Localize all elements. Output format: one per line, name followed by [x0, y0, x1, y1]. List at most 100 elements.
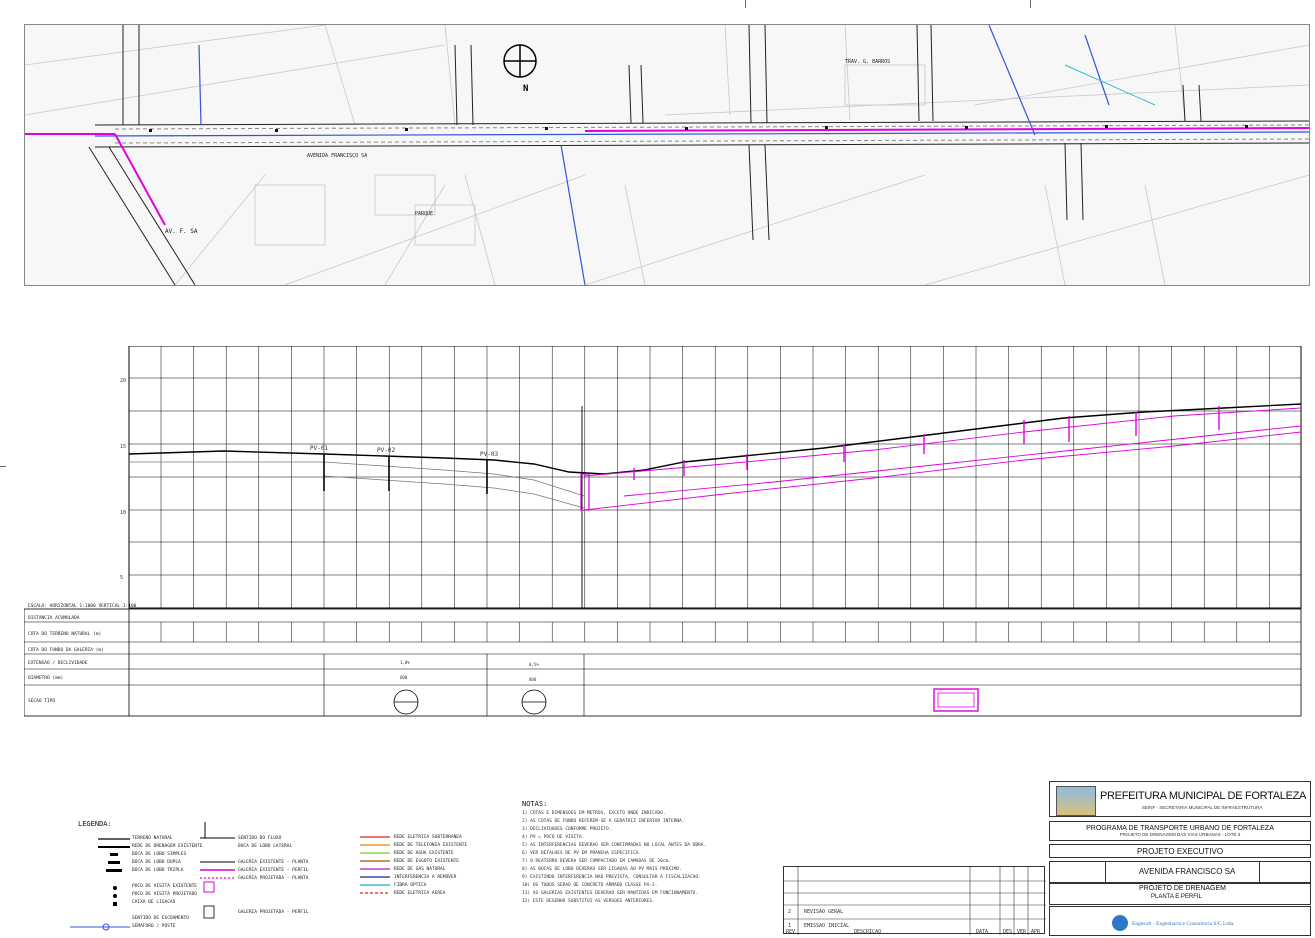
drawing-subtitle: PLANTA E PERFIL [1151, 894, 1202, 900]
legend-item: REDE DE AGUA EXISTENTE [394, 851, 454, 856]
note-item: 8) AS BOCAS DE LOBO DEVERAO SER LIGADAS … [522, 867, 682, 872]
note-item: 12) ESTE DESENHO SUBSTITUI AS VERSOES AN… [522, 899, 655, 904]
legend-symbols [70, 822, 390, 931]
band-value: 1,0% [400, 660, 410, 665]
legend-title: LEGENDA: [78, 820, 112, 828]
company-logo-icon [1112, 915, 1128, 931]
note-item: 7) O REATERRO DEVERA SER COMPACTADO EM C… [522, 859, 672, 864]
note-item: 2) AS COTAS DE FUNDO REFEREM-SE A GERATR… [522, 819, 685, 824]
legend-item: REDE DE DRENAGEM EXISTENTE [132, 844, 203, 849]
street-label: TRAV. G. BARROS [845, 59, 890, 65]
rev-description: REVISAO GERAL [804, 909, 844, 915]
note-item: 9) EXISTINDO INTERFERENCIA NAO PREVISTA,… [522, 875, 701, 880]
program-subtitle: PROJETO DE DRENAGEM DAS VIAS URBANAS - L… [1119, 832, 1241, 837]
y-tick: 5 [120, 575, 123, 581]
city-seal-icon [1056, 786, 1096, 816]
legend-item: REDE DE GAS NATURAL [394, 867, 446, 872]
band-value: 600 [400, 675, 408, 680]
y-tick: 10 [120, 510, 126, 516]
y-tick: 15 [120, 444, 126, 450]
notes-title: NOTAS: [522, 800, 548, 808]
company-box: Engesoft - Engenharia e Consultoria S/C … [1049, 906, 1311, 936]
rev-header: APR [1031, 929, 1041, 935]
org-name: PREFEITURA MUNICIPAL DE FORTALEZA [1100, 790, 1307, 802]
org-header: PREFEITURA MUNICIPAL DE FORTALEZA SEINF … [1049, 781, 1311, 817]
legend-item: REDE DE ESGOTO EXISTENTE [394, 859, 460, 864]
legend-item: BOCA DE LOBO LATERAL [238, 844, 293, 849]
drawing-title: PROJETO DE DRENAGEM [1139, 885, 1226, 892]
street-label: PARQUE [415, 211, 433, 217]
legend-item: INTERFERENCIA A REMOVER [394, 875, 457, 880]
legend-item: REDE ELETRICA SUBTERRANEA [394, 835, 462, 840]
company-name: Engesoft - Engenharia e Consultoria S/C … [1132, 921, 1235, 927]
rev-header: REV [786, 929, 796, 935]
street-name: AVENIDA FRANCISCO SA [1139, 867, 1236, 876]
sheet-mark [745, 0, 746, 8]
legend-item: BOCA DE LOBO DUPLA [132, 860, 181, 865]
north-label: N [523, 84, 528, 94]
longitudinal-profile: 20 15 10 5 PV-01 [24, 346, 1308, 718]
pv-label: PV-01 [310, 445, 328, 452]
note-item: 10) OS TUBOS SERAO DE CONCRETO ARMADO CL… [522, 883, 658, 888]
program-name: PROGRAMA DE TRANSPORTE URBANO DE FORTALE… [1086, 825, 1274, 832]
sheet-mark [1030, 0, 1031, 8]
legend-item: SEMAFORO / POSTE [132, 924, 176, 929]
y-tick: 20 [120, 378, 126, 384]
note-item: 11) AS GALERIAS EXISTENTES DEVERAO SER M… [522, 891, 699, 896]
band-label: COTA DO TERRENO NATURAL (m) [28, 631, 101, 637]
legend: LEGENDA: TERRENO NATURAL [70, 816, 510, 934]
legend-item: POCO DE VISITA PROJETADO [132, 892, 198, 897]
rev-header: DATA [976, 929, 989, 935]
sheet-mark [0, 466, 6, 467]
band-label: SECAO TIPO [28, 698, 55, 704]
legend-item: FIBRA OPTICA [394, 883, 427, 888]
revision-table: 2 REVISAO GERAL 1 EMISSAO INICIAL REV DE… [783, 866, 1046, 935]
note-item: 4) PV = POCO DE VISITA. [522, 835, 585, 840]
legend-item: BOCA DE LOBO SIMPLES [132, 852, 187, 857]
project-phase: PROJETO EXECUTIVO [1136, 847, 1224, 856]
legend-item: SENTIDO DE ESCOAMENTO [132, 916, 189, 921]
phase-box: PROJETO EXECUTIVO [1049, 844, 1311, 858]
rev-description: EMISSAO INICIAL [804, 923, 850, 929]
legend-item: CAIXA DE LIGACAO [132, 900, 176, 905]
legend-item: GALERIA EXISTENTE - PERFIL [238, 868, 309, 873]
profile-drawing: 20 15 10 5 PV-01 [24, 346, 1302, 717]
plan-view: AV. F. SA AVENIDA FRANCISCO SA PARQUE TR… [24, 24, 1310, 286]
legend-item: GALERIA PROJETADA - PERFIL [238, 910, 309, 915]
note-item: 6) VER DETALHES DE PV EM PRANCHA ESPECIF… [522, 851, 642, 856]
band-label: EXTENSAO / DECLIVIDADE [28, 660, 88, 666]
band-value: 800 [529, 677, 537, 682]
street-label: AV. F. SA [165, 228, 198, 235]
rev-header: DESCRICAO [854, 929, 882, 935]
band-label: DIAMETRO (mm) [28, 675, 63, 681]
notes: NOTAS: 1) COTAS E DIMENSOES EM METROS, E… [522, 800, 762, 934]
legend-item: REDE DE TELEFONIA EXISTENTE [394, 843, 468, 848]
pv-label: PV-03 [480, 451, 498, 458]
legend-item: SENTIDO DO FLUXO [238, 836, 282, 841]
legend-item: REDE ELETRICA AEREA [394, 891, 446, 896]
legend-item: TERRENO NATURAL [132, 836, 173, 841]
band-value: 0,5% [529, 662, 539, 667]
title-block: PREFEITURA MUNICIPAL DE FORTALEZA SEINF … [1049, 781, 1311, 936]
north-arrow-icon [503, 44, 537, 78]
legend-item: GALERIA PROJETADA - PLANTA [238, 876, 309, 881]
legend-item: POCO DE VISITA EXISTENTE [132, 884, 198, 889]
note-item: 1) COTAS E DIMENSOES EM METROS, EXCETO O… [522, 811, 666, 816]
scale-label: ESCALA: HORIZONTAL 1:1000 VERTICAL 1:100 [28, 603, 137, 609]
street-label: AVENIDA FRANCISCO SA [307, 153, 367, 159]
pv-label: PV-02 [377, 447, 395, 454]
band-label: DISTANCIA ACUMULADA [28, 615, 80, 621]
plan-drawing: AV. F. SA AVENIDA FRANCISCO SA PARQUE TR… [25, 25, 1309, 285]
note-item: 5) AS INTERFERENCIAS DEVERAO SER CONFIRM… [522, 843, 707, 848]
legend-item: GALERIA EXISTENTE - PLANTA [238, 860, 309, 865]
org-subtitle: SEINF - SECRETARIA MUNICIPAL DE INFRAEST… [1142, 805, 1263, 810]
terrain-line [128, 403, 1302, 475]
note-item: 3) DECLIVIDADES CONFORME PROJETO. [522, 827, 612, 832]
rev-header: VER [1017, 929, 1027, 935]
rev-number: 2 [788, 909, 792, 915]
rev-number: 1 [788, 923, 792, 929]
program-box: PROGRAMA DE TRANSPORTE URBANO DE FORTALE… [1049, 821, 1311, 841]
legend-item: BOCA DE LOBO TRIPLA [132, 868, 184, 873]
band-label: COTA DO FUNDO DA GALERIA (m) [28, 647, 104, 653]
rev-header: DES [1003, 929, 1013, 935]
